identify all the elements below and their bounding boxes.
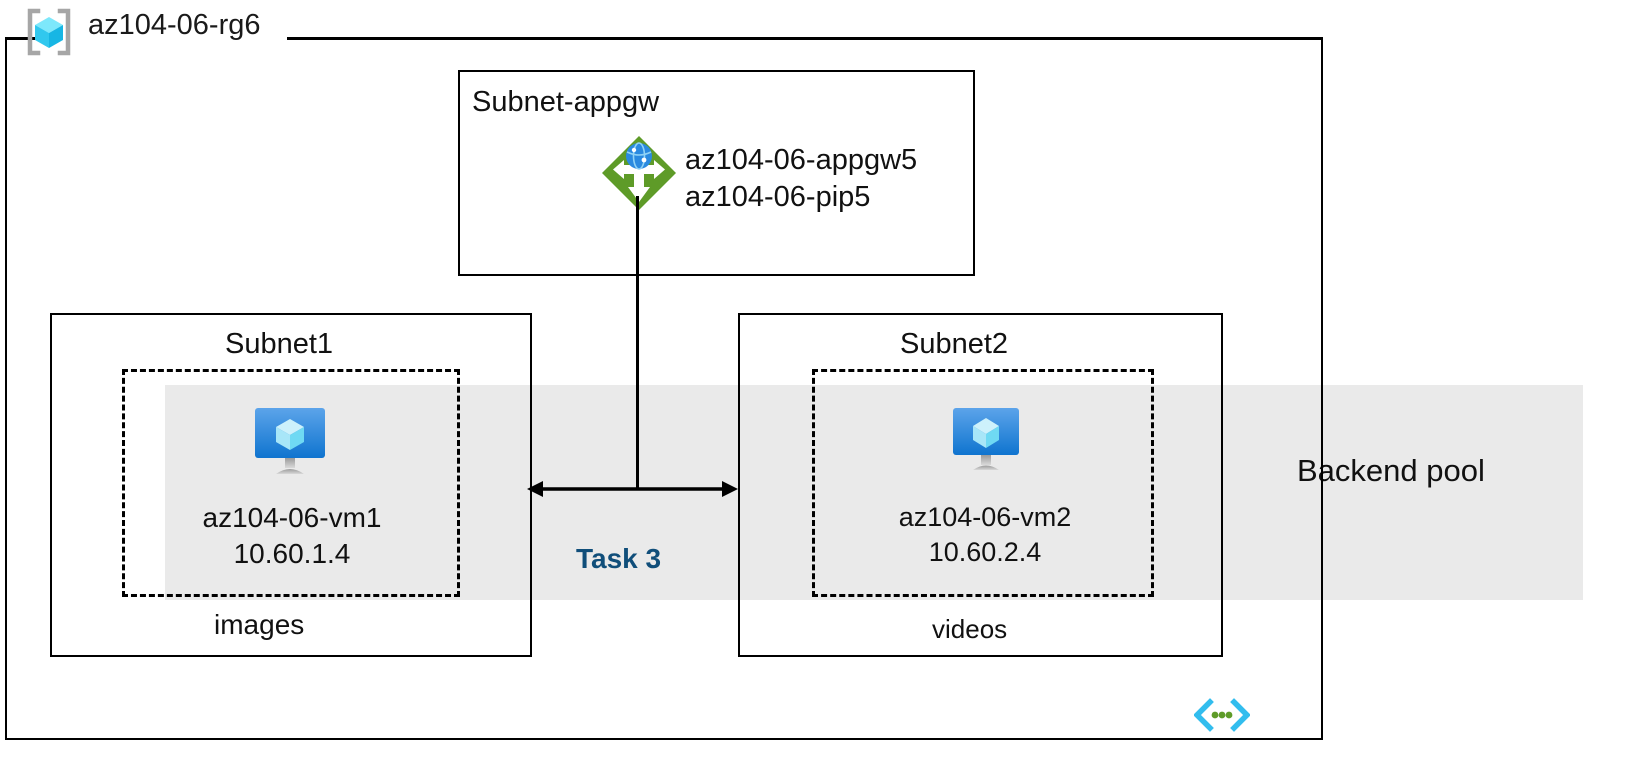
virtual-machine-icon	[251, 406, 329, 478]
resource-group-icon	[22, 5, 76, 59]
vm1-labels: az104-06-vm1 10.60.1.4	[182, 500, 402, 573]
appgw-name: az104-06-appgw5	[685, 144, 918, 176]
application-gateway-icon	[600, 134, 678, 212]
subnet-appgw-box	[458, 70, 975, 276]
subnet1-box	[50, 313, 532, 657]
vm1-ip: 10.60.1.4	[233, 538, 351, 570]
subnet2-box	[738, 313, 1223, 657]
code-brackets-icon	[1193, 694, 1251, 736]
appgw-pip-name: az104-06-pip5	[685, 181, 871, 214]
vm1-name: az104-06-vm1	[202, 502, 382, 533]
backend-pool-band	[165, 385, 1583, 600]
subnet-connection-arrow	[525, 472, 740, 506]
appgw-resource-names: az104-06-appgw5 az104-06-pip5	[685, 142, 917, 216]
subnet1-title: Subnet1	[225, 328, 334, 360]
subnet2-title: Subnet2	[900, 328, 1009, 360]
appgw-connector-line	[636, 196, 639, 490]
subnet1-footer-label: images	[214, 609, 305, 640]
resource-group-top-border-right	[287, 37, 1323, 40]
subnet1-dashed-group	[122, 369, 460, 597]
resource-group-box	[5, 37, 1323, 740]
vm2-name: az104-06-vm2	[898, 502, 1072, 532]
vm2-labels: az104-06-vm2 10.60.2.4	[875, 500, 1095, 570]
resource-group-name: az104-06-rg6	[88, 9, 261, 41]
backend-pool-label: Backend pool	[1297, 453, 1485, 488]
subnet-appgw-title: Subnet-appgw	[472, 86, 660, 118]
subnet2-dashed-group	[812, 369, 1154, 597]
vm2-ip: 10.60.2.4	[928, 537, 1042, 568]
subnet2-footer-label: videos	[932, 614, 1008, 644]
task-3-label: Task 3	[576, 543, 662, 574]
virtual-machine-icon	[950, 406, 1022, 474]
resource-group-top-border-left	[5, 37, 39, 40]
